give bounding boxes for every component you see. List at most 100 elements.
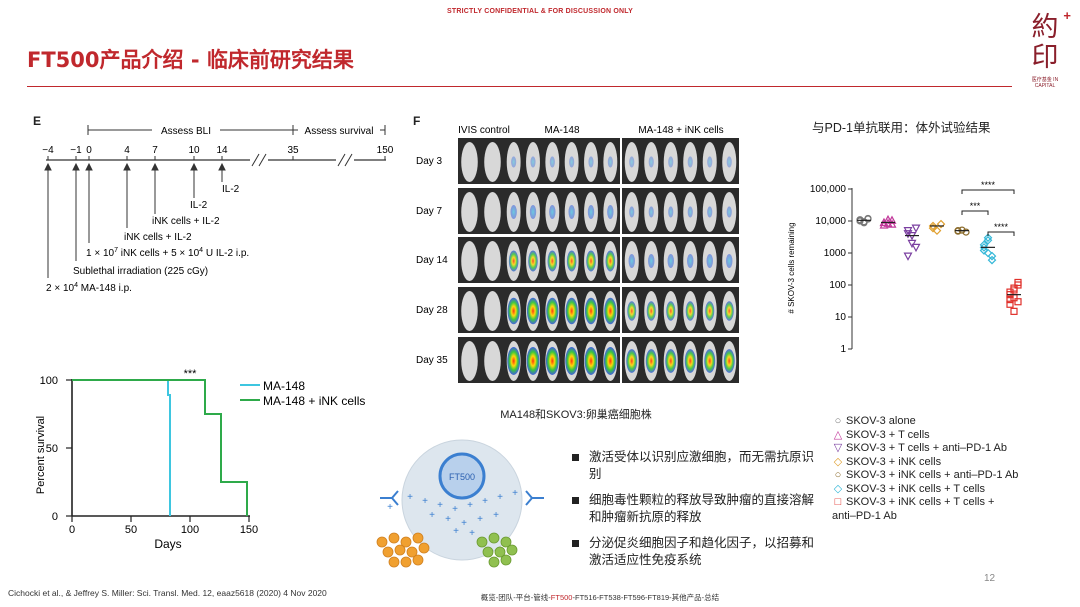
logo-plus-icon: + — [1063, 8, 1071, 23]
bioluminescence-signal — [629, 206, 635, 218]
tick-label: 150 — [377, 145, 394, 156]
bioluminescence-signal — [704, 349, 716, 373]
legend-item: ◇SKOV-3 + iNK cells + T cells — [832, 483, 1052, 497]
svg-text:+: + — [469, 528, 475, 539]
ma148-ink-survival-line — [72, 379, 248, 516]
scatter-point — [879, 220, 889, 229]
mouse-image — [461, 241, 478, 281]
bioluminescence-signal — [724, 301, 734, 321]
scatter-point — [962, 228, 970, 236]
bioluminescence-signal — [706, 254, 713, 268]
legend-label: SKOV-3 + iNK cells + T cells — [846, 482, 985, 495]
legend-label: SKOV-3 + T cells + anti–PD-1 Ab — [846, 442, 1008, 454]
bioluminescence-signal — [549, 205, 556, 219]
nav-current: FT500 — [550, 593, 573, 602]
ft500-mechanism-illustration: FT500 ++++ ++++ ++++ ++++ — [376, 439, 544, 568]
legend-square-icon: □ — [834, 496, 842, 508]
ytick-label: 50 — [46, 443, 58, 455]
legend-circle-icon: ○ — [834, 469, 842, 481]
bioluminescence-signal — [726, 254, 733, 268]
bioluminescence-signal — [707, 156, 713, 168]
tick-label: 4 — [124, 145, 130, 156]
bioluminescence-signal — [603, 347, 617, 375]
xtick-label: 0 — [69, 524, 75, 536]
bioluminescence-signal — [645, 349, 657, 373]
svg-text:+: + — [407, 492, 413, 503]
bioluminescence-signal — [648, 206, 654, 218]
bioluminescence-signal — [568, 205, 575, 219]
svg-text:+: + — [437, 500, 443, 511]
scatter-point — [856, 217, 864, 225]
bioluminescence-signal — [629, 156, 635, 168]
legend-label: SKOV-3 + iNK cells — [846, 455, 942, 468]
ivis-panel — [622, 287, 739, 333]
bioluminescence-signal — [549, 156, 555, 168]
bioluminescence-signal — [648, 254, 655, 268]
bioluminescence-signal — [584, 297, 598, 325]
ivis-panel — [504, 287, 620, 333]
bioluminescence-signal — [607, 156, 613, 168]
scatter-point — [864, 215, 872, 223]
bioluminescence-signal — [726, 156, 732, 168]
logo-char-1: 約 — [1031, 12, 1059, 43]
ytick-label: 100 — [829, 280, 846, 291]
bioluminescence-signal — [507, 347, 521, 375]
mouse-image — [461, 192, 478, 232]
mouse-image — [484, 241, 501, 281]
xtick-label: 50 — [125, 524, 137, 536]
ytick-label: 100,000 — [810, 184, 847, 195]
pd1-chart-title: 与PD-1单抗联用：体外试验结果 — [812, 121, 991, 135]
survival-ylabel: Percent survival — [35, 416, 47, 494]
bioluminescence-signal — [723, 349, 735, 373]
row-label-day: Day 3 — [416, 156, 443, 167]
bioluminescence-signal — [565, 347, 579, 375]
scatter-point — [907, 239, 917, 249]
bullet-text: 分泌促炎细胞因子和趋化因子，以招募和激活适应性免疫系统 — [589, 536, 815, 567]
legend-item: ○SKOV-3 + iNK cells + anti–PD-1 Ab — [832, 469, 1052, 483]
ma148-annotation: 2 × 104 MA-148 i.p. — [46, 282, 132, 294]
bioluminescence-signal — [666, 301, 676, 321]
svg-text:+: + — [482, 496, 488, 507]
survival-chart: Percent survival 0 50 100 0 50 100 150 D… — [35, 368, 365, 551]
mouse-image — [461, 341, 478, 381]
legend-diamond-icon: ◇ — [833, 482, 843, 495]
scatter-point — [911, 243, 921, 253]
legend-item: ▽SKOV-3 + T cells + anti–PD-1 Ab — [832, 442, 1052, 456]
treatment-timeline: Assess BLI Assess survival −4 −1 0 4 7 1… — [42, 123, 394, 294]
assess-bli-label: Assess BLI — [161, 126, 211, 137]
ink-il2-annotation: iNK cells + IL-2 — [152, 216, 220, 227]
svg-text:+: + — [467, 500, 473, 511]
bioluminescence-signal — [547, 250, 558, 272]
scatter-point — [903, 227, 913, 236]
xtick-label: 100 — [181, 524, 199, 536]
bioluminescence-signal — [684, 349, 696, 373]
pd1-legend: ○SKOV-3 alone △SKOV-3 + T cells ▽SKOV-3 … — [832, 415, 1052, 523]
bioluminescence-signal — [685, 301, 695, 321]
nav-before: 概览-团队-平台-管线- — [480, 593, 551, 602]
bioluminescence-signal — [508, 250, 519, 272]
survival-significance: *** — [184, 368, 198, 380]
svg-text:+: + — [493, 510, 499, 521]
bioluminescence-signal — [546, 297, 559, 325]
ivis-panel — [622, 138, 739, 184]
il2-annotation: IL-2 — [190, 200, 208, 211]
significance-mark: *** — [970, 201, 981, 211]
pd1-scatter-chart: # SKOV-3 cells remaining 1 10 100 1000 1… — [787, 180, 1022, 355]
ytick-label: 10,000 — [815, 216, 846, 227]
tick-label: 10 — [188, 145, 200, 156]
bioluminescence-signal — [569, 156, 575, 168]
survival-legend-ma148-ink: MA-148 + iNK cells — [263, 394, 365, 408]
tick-label: 14 — [216, 145, 228, 156]
bioluminescence-signal — [707, 206, 713, 218]
bioluminescence-signal — [530, 156, 536, 168]
panel-f-label: F — [413, 114, 421, 128]
scatter-point — [979, 246, 989, 255]
bioluminescence-signal — [665, 349, 677, 373]
mouse-image — [484, 341, 501, 381]
scatter-point — [1006, 295, 1014, 304]
ivis-panel — [504, 138, 620, 184]
tick-label: 7 — [152, 145, 158, 156]
scatter-point — [979, 240, 989, 250]
svg-text:+: + — [477, 514, 483, 525]
ytick-label: 100 — [40, 375, 58, 387]
